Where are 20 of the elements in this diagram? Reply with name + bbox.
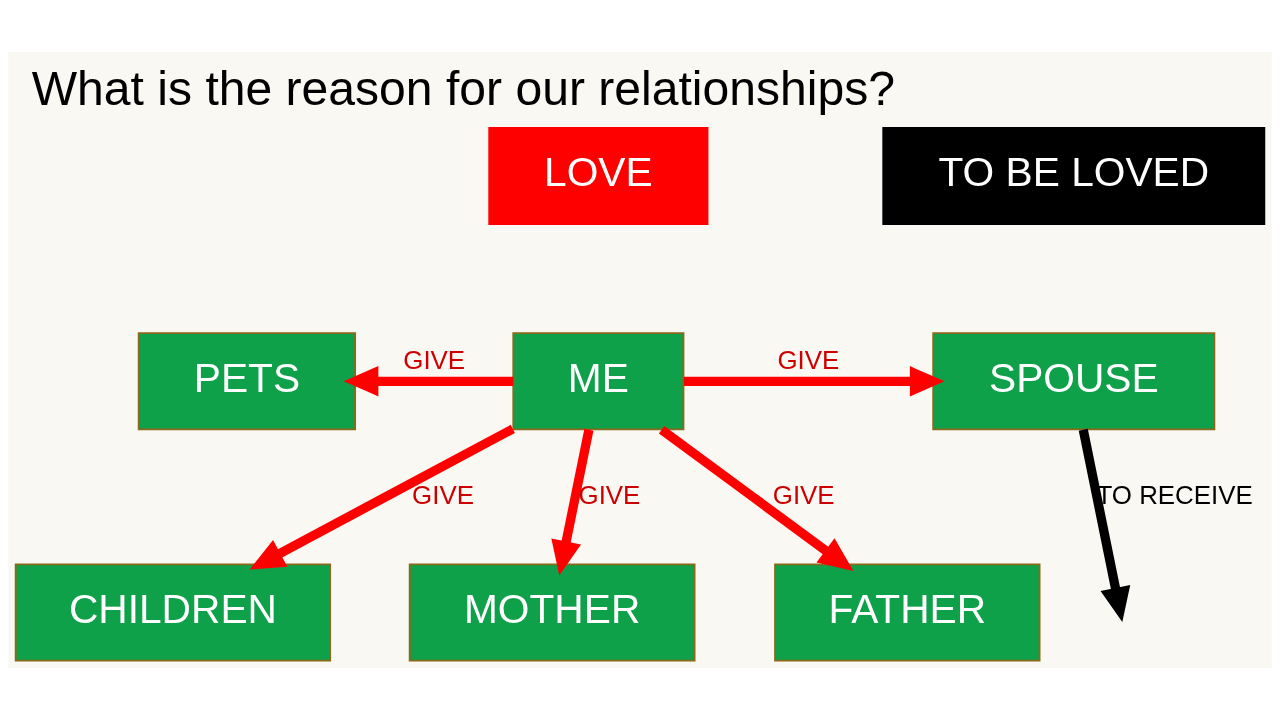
arrow: [551, 428, 594, 576]
node-box: FATHER: [774, 563, 1041, 662]
node-box: SPOUSE: [932, 332, 1216, 431]
node-box: LOVE: [488, 126, 709, 225]
arrow: [343, 366, 514, 397]
diagram-title: What is the reason for our relationships?: [31, 61, 895, 116]
arrow: [1078, 428, 1131, 622]
arrow: [683, 366, 945, 397]
arrow: [658, 426, 854, 571]
edge-label: GIVE: [403, 345, 466, 374]
node-box: PETS: [137, 332, 357, 431]
edge-label: GIVE: [412, 480, 474, 509]
node-box: CHILDREN: [14, 563, 332, 662]
edge-label: GIVE: [777, 345, 840, 374]
edge-label: GIVE: [772, 480, 835, 509]
node-box: ME: [512, 332, 685, 431]
edge-label: GIVE: [578, 480, 641, 509]
arrow: [249, 424, 515, 570]
node-box: MOTHER: [408, 563, 696, 662]
node-box: TO BE LOVED: [882, 126, 1266, 225]
